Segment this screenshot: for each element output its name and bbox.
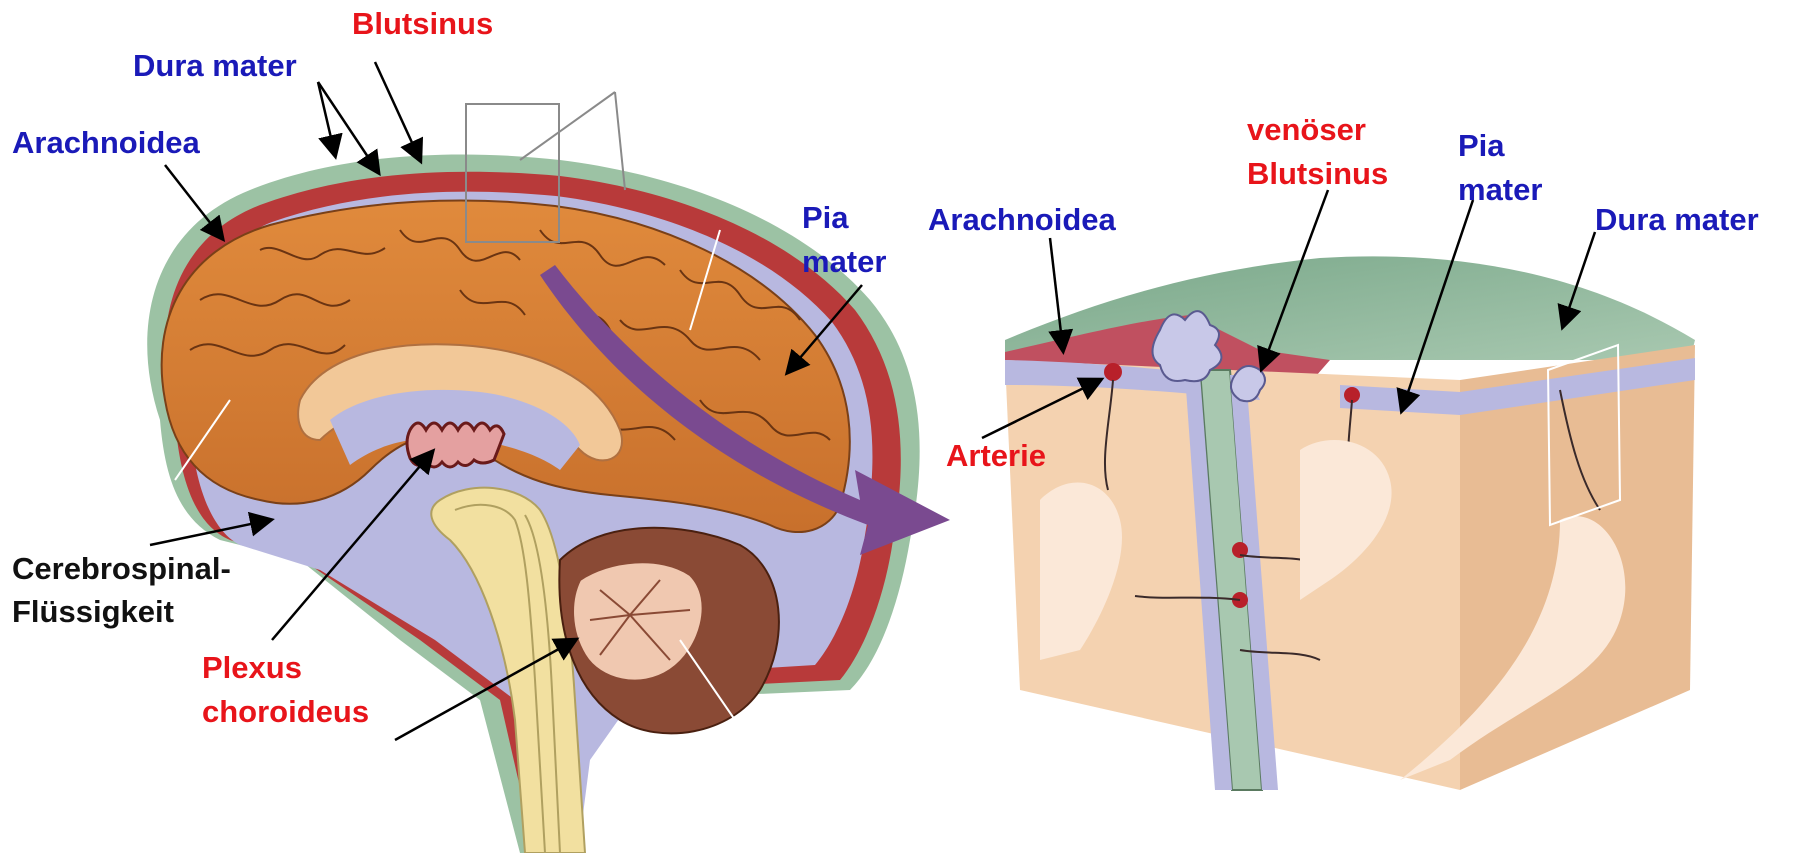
label-pia-mater-right-line2: mater <box>1458 172 1542 208</box>
label-cerebrospinal-line1: Cerebrospinal- <box>12 551 231 587</box>
label-arterie: Arterie <box>946 438 1046 474</box>
label-pia-mater-left-line2: mater <box>802 244 886 280</box>
label-pia-mater-left-line1: Pia <box>802 200 849 236</box>
label-dura-mater-right: Dura mater <box>1595 202 1759 238</box>
label-venoser-line1: venöser <box>1247 112 1366 148</box>
label-arachnoidea-right: Arachnoidea <box>928 202 1116 238</box>
label-cerebrospinal-line2: Flüssigkeit <box>12 594 174 630</box>
label-pia-mater-right-line1: Pia <box>1458 128 1505 164</box>
plexus-choroideus-shape <box>407 423 504 467</box>
label-plexus-line1: Plexus <box>202 650 302 686</box>
label-venoser-line2: Blutsinus <box>1247 156 1388 192</box>
label-dura-mater-left: Dura mater <box>133 48 297 84</box>
tissue-block <box>1005 256 1695 790</box>
label-plexus-line2: choroideus <box>202 694 369 730</box>
label-arachnoidea-left: Arachnoidea <box>12 125 200 161</box>
label-blutsinus: Blutsinus <box>352 6 493 42</box>
